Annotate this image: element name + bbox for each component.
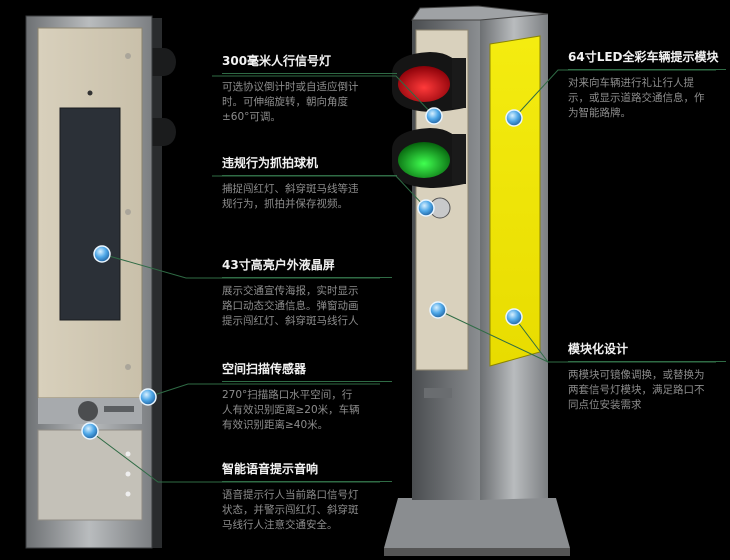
- callout-desc-line: 人有效识别距离≥20米，车辆: [222, 404, 360, 416]
- right-pillar: [384, 5, 570, 556]
- callout-lcd-screen: 43寸高亮户外液晶屏 展示交通宣传海报，实时显示 路口动态交通信息。弹窗动画 提…: [222, 258, 392, 329]
- callout-desc-line: 示，或显示道路交通信息，作: [568, 92, 705, 104]
- signal-head-icon: [150, 48, 176, 76]
- callout-desc-line: 语音提示行人当前路口信号灯: [222, 489, 359, 501]
- callout-desc-line: 270°扫描路口水平空间，行: [222, 389, 353, 401]
- callout-title: 300毫米人行信号灯: [222, 54, 397, 74]
- callout-desc-line: 时。可伸缩旋转，朝向角度: [222, 96, 348, 108]
- callout-desc-line: 为智能路牌。: [568, 107, 631, 119]
- callout-dot-icon: [93, 245, 111, 263]
- callout-desc-line: 捕捉闯红灯、斜穿斑马线等违: [222, 183, 359, 195]
- callout-dome-camera: 违规行为抓拍球机 捕捉闯红灯、斜穿斑马线等违 规行为，抓拍并保存视频。: [222, 156, 397, 212]
- signal-head-icon: [150, 118, 176, 146]
- callout-dot-icon: [425, 107, 443, 125]
- callout-desc-line: 两模块可镜像调换，或替换为: [568, 369, 705, 381]
- camera-lens-icon: [87, 90, 93, 96]
- callout-desc-line: 同点位安装需求: [568, 399, 642, 411]
- callout-title: 违规行为抓拍球机: [222, 156, 397, 176]
- callout-desc-line: 对来向车辆进行礼让行人提: [568, 77, 694, 89]
- callout-title: 模块化设计: [568, 342, 726, 362]
- callout-modular-design: 模块化设计 两模块可镜像调换，或替换为 两套信号灯模块，满足路口不 同点位安装需…: [568, 342, 726, 413]
- callout-title: 空间扫描传感器: [222, 362, 392, 382]
- left-pillar: [25, 15, 176, 549]
- callout-desc-line: 提示闯红灯、斜穿斑马线行人: [222, 315, 359, 327]
- callout-desc-line: 可选协议倒计时或自适应倒计: [222, 81, 359, 93]
- lcd-screen: [59, 107, 121, 321]
- callout-dot-icon: [139, 388, 157, 406]
- callout-title: 43寸高亮户外液晶屏: [222, 258, 392, 278]
- callout-desc-line: 有效识别距离≥40米。: [222, 419, 329, 431]
- callout-desc-line: 状态，并警示闯红灯、斜穿斑: [222, 504, 359, 516]
- red-signal-icon: [392, 52, 466, 112]
- callout-dot-icon: [429, 301, 447, 319]
- callout-dot-icon: [81, 422, 99, 440]
- callout-signal-light: 300毫米人行信号灯 可选协议倒计时或自适应倒计 时。可伸缩旋转，朝向角度 ±6…: [222, 54, 397, 125]
- speaker-grille-icon: [78, 401, 98, 421]
- callout-desc-line: 展示交通宣传海报，实时显示: [222, 285, 359, 297]
- callout-desc-line: ±60°可调。: [222, 111, 281, 123]
- callout-dot-icon: [417, 199, 435, 217]
- callout-title: 智能语音提示音响: [222, 462, 392, 482]
- callout-space-sensor: 空间扫描传感器 270°扫描路口水平空间，行 人有效识别距离≥20米，车辆 有效…: [222, 362, 392, 433]
- green-signal-icon: [392, 128, 466, 188]
- callout-desc-line: 马线行人注意交通安全。: [222, 519, 338, 531]
- callout-led-module: 64寸LED全彩车辆提示模块 对来向车辆进行礼让行人提 示，或显示道路交通信息，…: [568, 50, 726, 121]
- callout-voice-speaker: 智能语音提示音响 语音提示行人当前路口信号灯 状态，并警示闯红灯、斜穿斑 马线行…: [222, 462, 392, 533]
- leader-lines: [89, 69, 716, 483]
- callout-dot-icon: [505, 308, 523, 326]
- callout-desc-line: 两套信号灯模块，满足路口不: [568, 384, 705, 396]
- callout-title: 64寸LED全彩车辆提示模块: [568, 50, 726, 70]
- callout-desc-line: 路口动态交通信息。弹窗动画: [222, 300, 359, 312]
- callout-desc-line: 规行为，抓拍并保存视频。: [222, 198, 348, 210]
- callout-dot-icon: [505, 109, 523, 127]
